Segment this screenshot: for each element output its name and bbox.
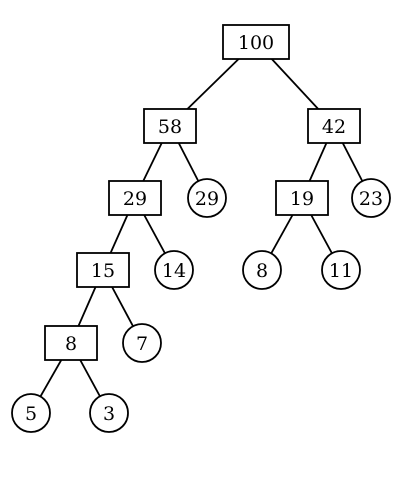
internal-node: 19 bbox=[275, 180, 329, 216]
leaf-circle bbox=[187, 178, 227, 218]
internal-node: 15 bbox=[76, 252, 130, 288]
node-label: 19 bbox=[290, 188, 314, 210]
leaf-circle bbox=[242, 250, 282, 290]
leaf-circle bbox=[11, 393, 51, 433]
leaf-node: 23 bbox=[351, 178, 391, 218]
internal-node: 8 bbox=[44, 325, 98, 361]
leaf-label: 8 bbox=[256, 260, 268, 282]
node-box bbox=[143, 108, 197, 144]
node-box bbox=[307, 108, 361, 144]
node-label: 29 bbox=[123, 188, 147, 210]
leaf-node: 11 bbox=[321, 250, 361, 290]
node-label: 58 bbox=[158, 116, 182, 138]
leaf-label: 23 bbox=[359, 188, 383, 210]
leaf-label: 7 bbox=[136, 333, 148, 355]
node-box bbox=[275, 180, 329, 216]
internal-node: 58 bbox=[143, 108, 197, 144]
node-box bbox=[222, 24, 290, 60]
leaf-node: 3 bbox=[89, 393, 129, 433]
leaf-circle bbox=[351, 178, 391, 218]
leaf-label: 11 bbox=[329, 260, 353, 282]
leaf-circle bbox=[321, 250, 361, 290]
leaf-node: 29 bbox=[187, 178, 227, 218]
internal-node: 42 bbox=[307, 108, 361, 144]
node-label: 8 bbox=[65, 333, 77, 355]
node-box bbox=[76, 252, 130, 288]
leaf-node: 8 bbox=[242, 250, 282, 290]
leaf-label: 29 bbox=[195, 188, 219, 210]
internal-node: 100 bbox=[222, 24, 290, 60]
leaf-circle bbox=[154, 250, 194, 290]
node-label: 100 bbox=[238, 32, 274, 54]
leaf-node: 7 bbox=[122, 323, 162, 363]
node-box bbox=[44, 325, 98, 361]
leaf-label: 14 bbox=[162, 260, 186, 282]
node-label: 15 bbox=[91, 260, 115, 282]
node-label: 42 bbox=[322, 116, 346, 138]
leaf-circle bbox=[89, 393, 129, 433]
leaf-node: 5 bbox=[11, 393, 51, 433]
node-box bbox=[108, 180, 162, 216]
leaf-circle bbox=[122, 323, 162, 363]
leaf-label: 3 bbox=[103, 403, 115, 425]
internal-node: 29 bbox=[108, 180, 162, 216]
leaf-label: 5 bbox=[25, 403, 37, 425]
tree-nodes: 100 58 42 29 19 15 8 29 23 14 8 11 7 5 3 bbox=[11, 24, 391, 433]
leaf-node: 14 bbox=[154, 250, 194, 290]
